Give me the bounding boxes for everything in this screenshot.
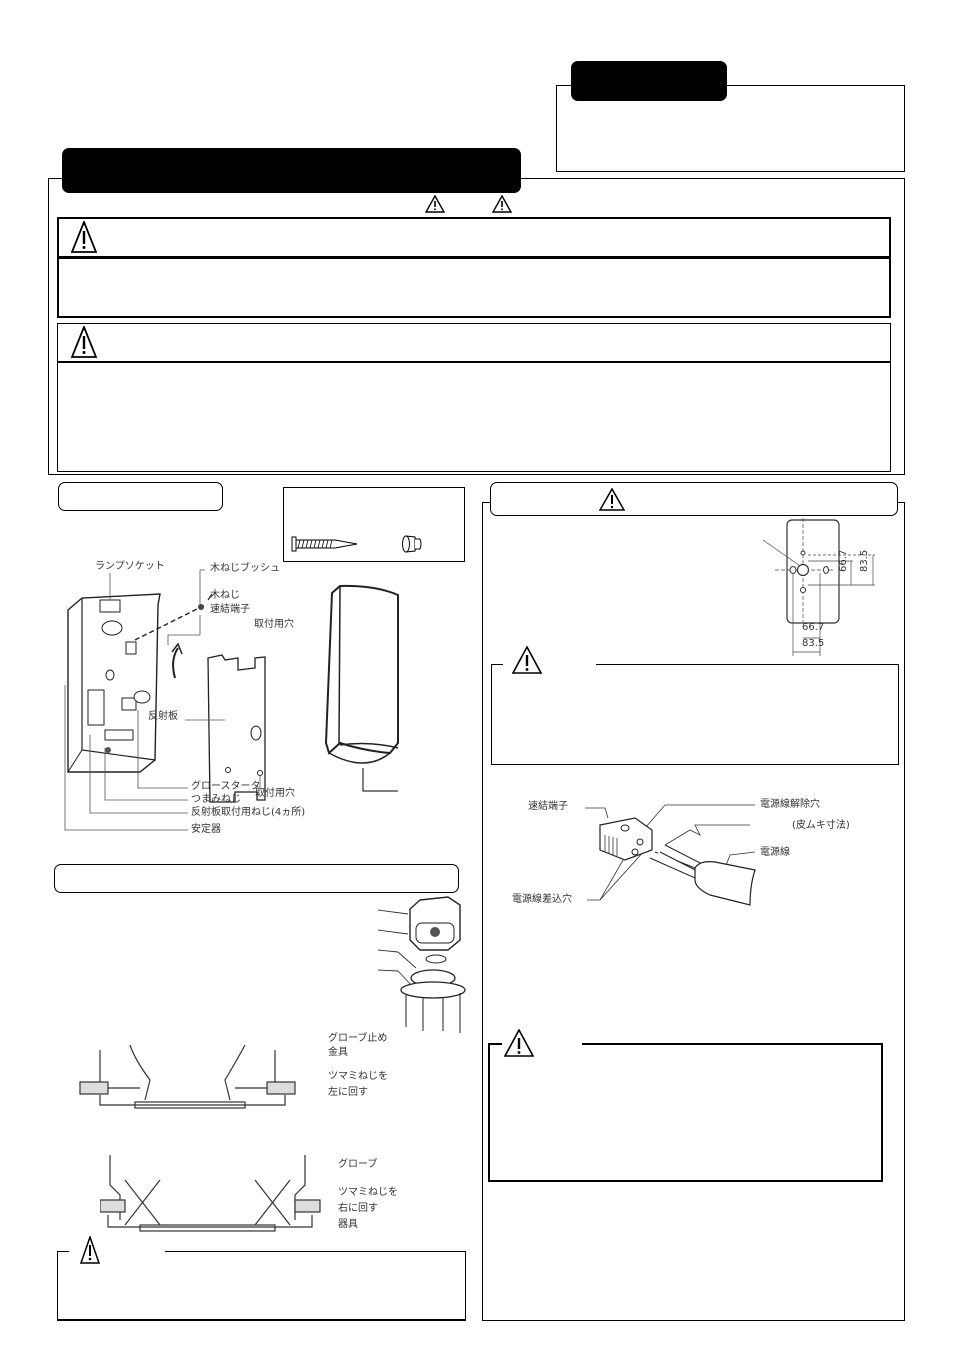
label-knob-left-1: ツマミねじを — [328, 1071, 388, 1082]
label-fixture: 器具 — [338, 1219, 358, 1230]
fixture-exploded-diagram: ランプソケット 木ねじブッシュ 木ねじ 速結端子 取付用穴 反射板 グロースター… — [60, 560, 305, 845]
label-globe-clip: グローブ止め — [328, 1033, 388, 1044]
caution-triangle-icon — [80, 1236, 100, 1264]
warning-triangle-icon — [71, 221, 97, 253]
label-wood-screw: 木ねじ — [210, 590, 240, 601]
label-globe-clip-2: 金具 — [328, 1047, 348, 1058]
label-globe: グローブ — [338, 1159, 378, 1170]
accessories-box — [283, 487, 465, 562]
label-mount-hole-top: 取付用穴 — [254, 619, 294, 630]
caution-triangle-icon — [71, 326, 97, 358]
lamp-socket-diagram — [378, 895, 466, 1035]
right-caution-2-top-rule-a — [488, 1043, 502, 1045]
warning-header-divider — [57, 256, 891, 259]
mounting-dimension-diagram: 66.7 83.5 66.7 83.5 — [763, 518, 883, 658]
label-strip-length: (皮ムキ寸法) — [792, 820, 850, 831]
right-caution-1-top-rule-b — [596, 664, 899, 665]
label-lamp-socket: ランプソケット — [95, 561, 165, 572]
dimension-vertical-inner: 66.7 — [838, 549, 849, 572]
left-caution-box — [57, 1251, 466, 1321]
label-glow-starter: グロースタータ — [191, 781, 261, 792]
warning-triangle-icon — [599, 488, 625, 511]
parts-names-header — [58, 482, 223, 511]
label-knob-left-2: 左に回す — [328, 1087, 368, 1098]
label-release-hole: 電源線解除穴 — [760, 799, 820, 810]
quick-terminal-wiring-diagram: 速結端子 電源線解除穴 (皮ムキ寸法) 電源線 電源線差込穴 — [490, 780, 870, 930]
label-power-wire: 電源線 — [760, 847, 790, 858]
globe-clip-diagram-remove — [75, 1030, 305, 1115]
dimension-horizontal-outer: 83.5 — [802, 638, 825, 649]
safety-section-title-bar — [62, 148, 521, 193]
top-right-info-box — [556, 85, 905, 172]
globe-clip-diagram-attach — [100, 1155, 330, 1235]
label-wood-screw-bush: 木ねじブッシュ — [210, 563, 280, 574]
label-knob-right-2: 右に回す — [338, 1203, 378, 1214]
label-quick-terminal: 速結端子 — [210, 604, 250, 615]
right-caution-box-1 — [491, 664, 899, 765]
right-caution-1-top-rule-a — [491, 664, 503, 665]
left-caution-top-rule-a — [57, 1251, 69, 1252]
label-reflector-screw: 反射板取付用ねじ(4ヵ所) — [191, 807, 306, 818]
dimension-horizontal-inner: 66.7 — [802, 622, 825, 633]
label-mount-hole-bottom: 取付用穴 — [255, 788, 295, 799]
caution-triangle-icon — [492, 195, 512, 213]
screw-bush-icon — [401, 535, 423, 553]
label-knob-right-1: ツマミねじを — [338, 1187, 398, 1198]
left-caution-top-rule-b — [165, 1251, 466, 1252]
top-right-title-bar — [571, 61, 727, 101]
caution-triangle-icon — [504, 1029, 534, 1057]
caution-triangle-icon — [512, 646, 542, 674]
warning-triangle-icon — [425, 195, 445, 213]
dimension-vertical-outer: 83.5 — [859, 549, 870, 572]
right-caution-box-2 — [488, 1043, 883, 1182]
globe-cover-illustration — [320, 583, 410, 798]
caution-box — [57, 323, 891, 472]
wood-screw-icon — [291, 536, 359, 552]
label-reflector: 反射板 — [148, 711, 178, 722]
label-knob-screw: つまみねじ — [191, 794, 241, 805]
label-ballast: 安定器 — [191, 824, 221, 835]
installation-section-header — [490, 482, 898, 516]
label-quick-terminal: 速結端子 — [528, 801, 568, 812]
right-caution-2-top-rule-b — [582, 1043, 883, 1045]
caution-header-divider — [57, 361, 891, 363]
label-insert-hole: 電源線差込穴 — [512, 894, 572, 905]
warning-box — [57, 217, 891, 318]
globe-section-header — [54, 864, 459, 893]
